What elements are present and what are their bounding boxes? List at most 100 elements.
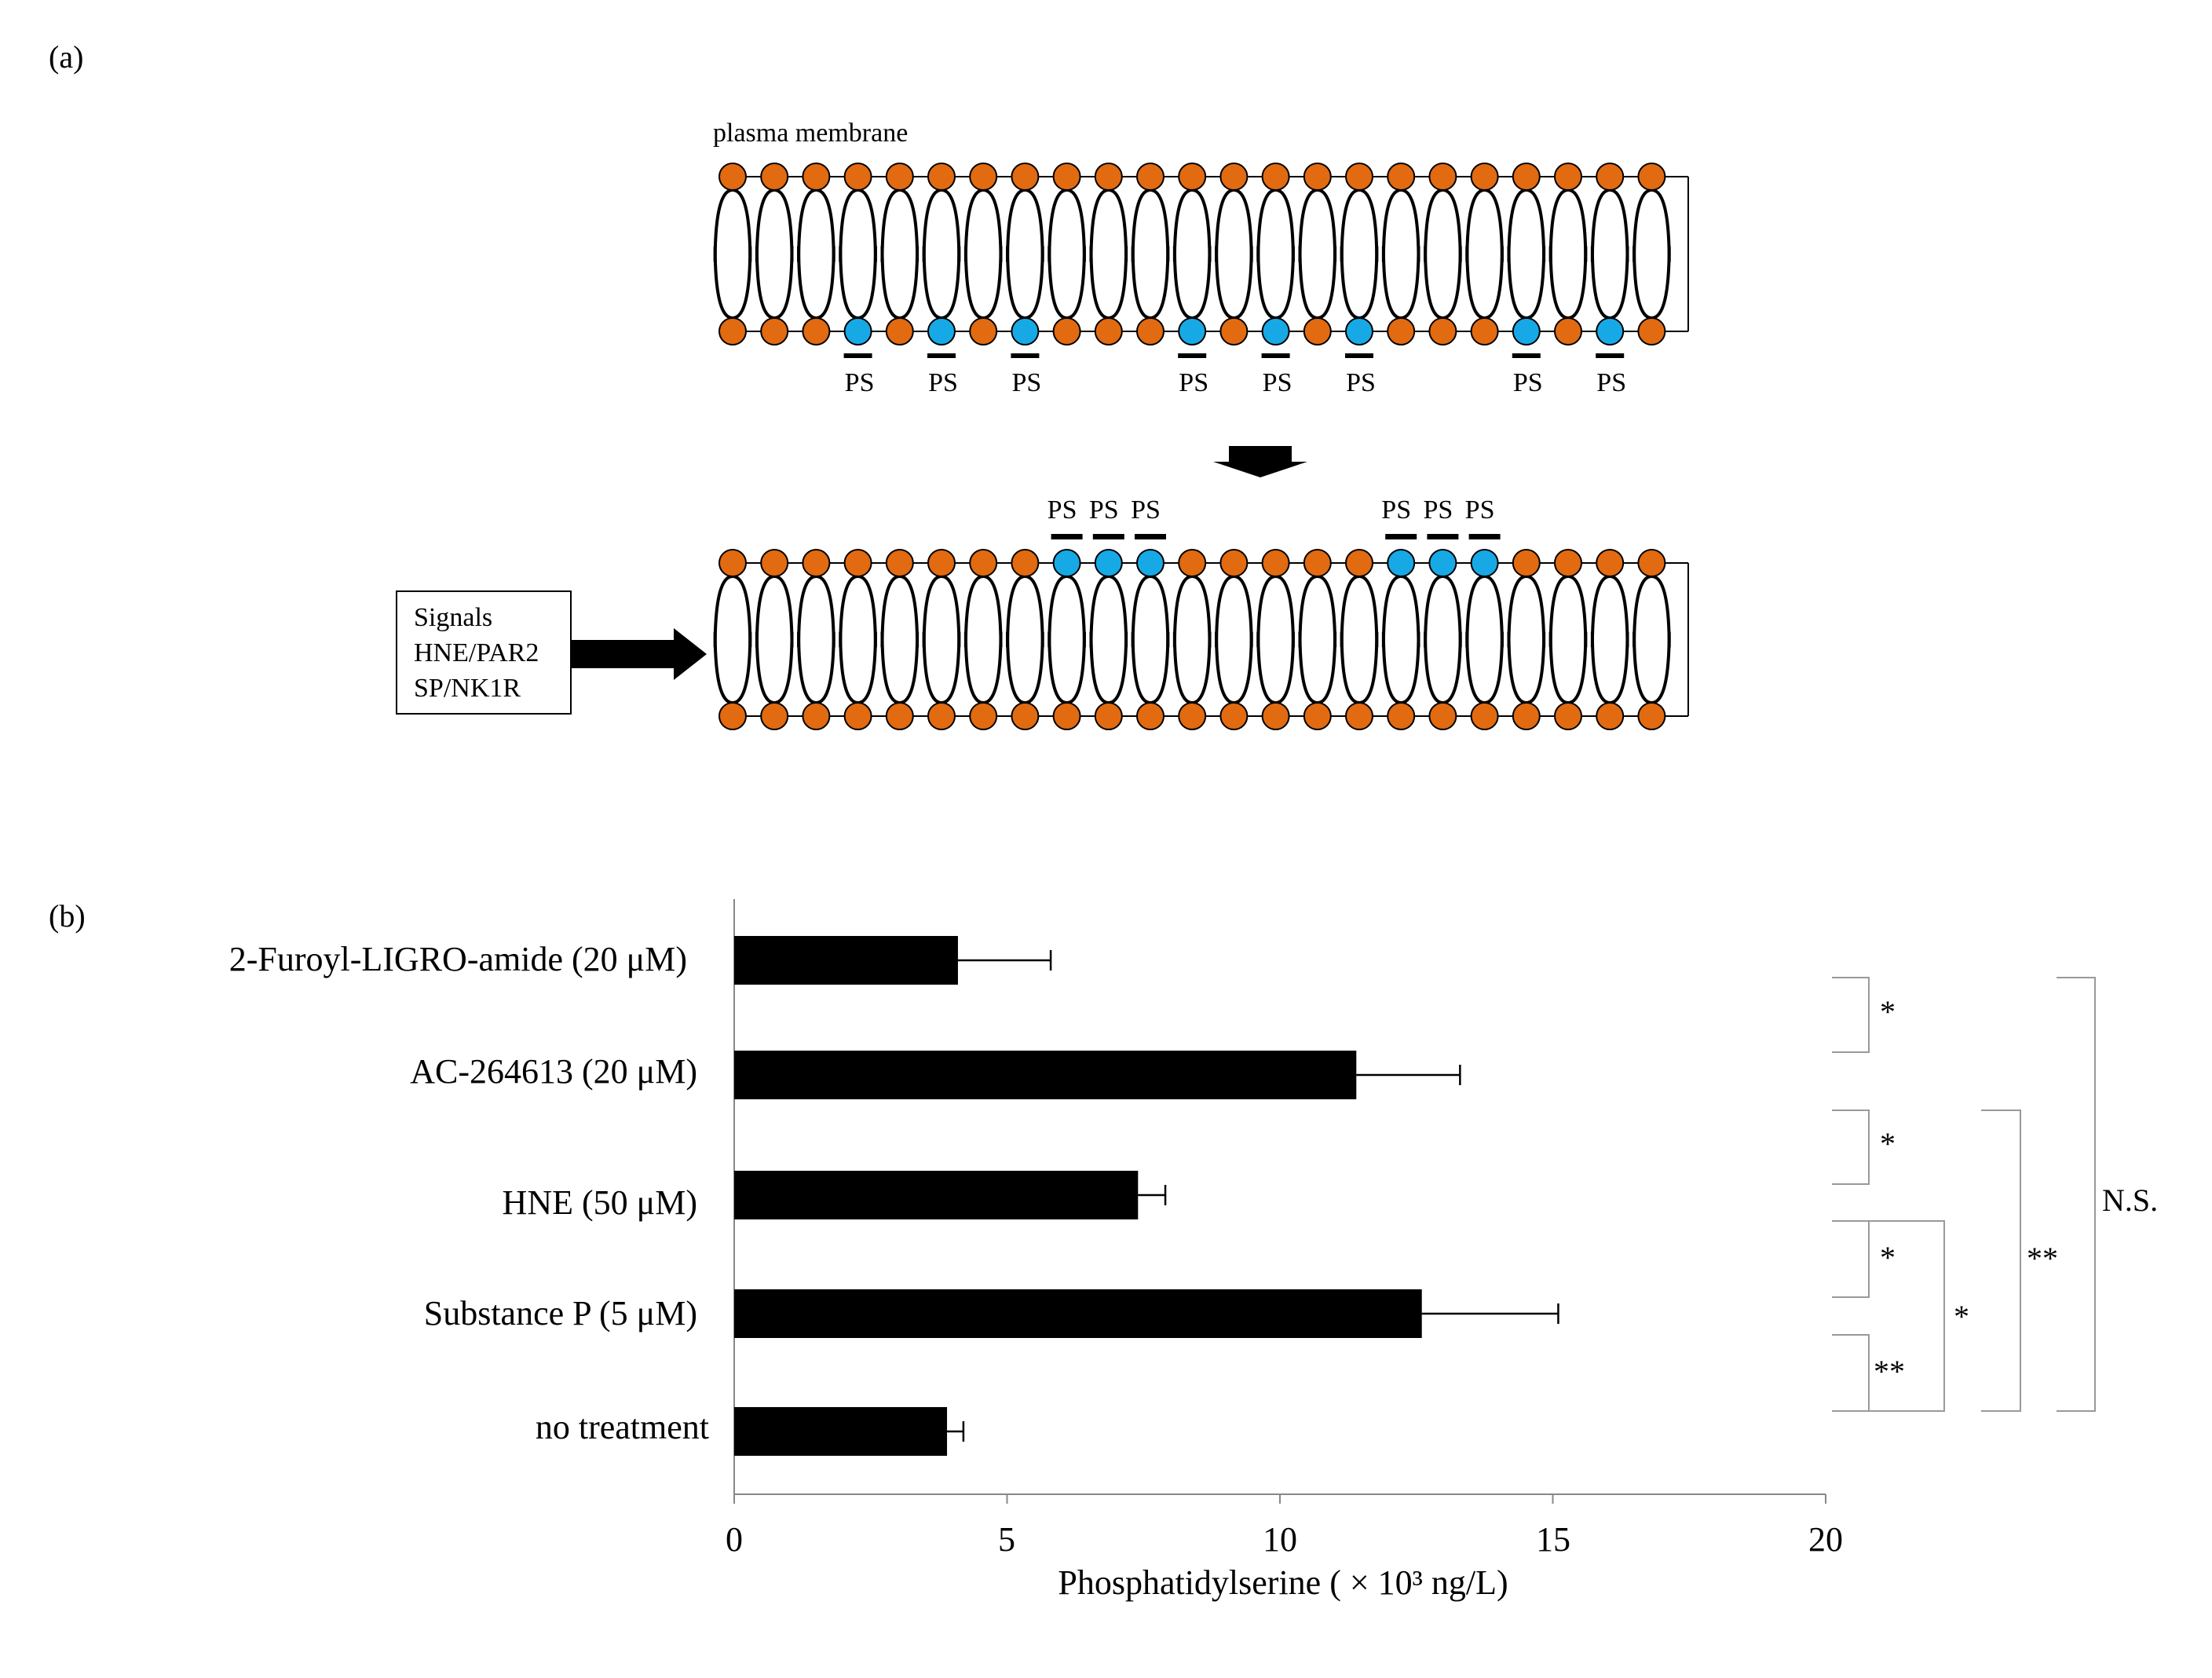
lipid-head <box>718 317 747 345</box>
significance-bracket <box>1832 1220 1870 1298</box>
lipid-tail <box>1131 188 1170 262</box>
right-arrow-icon <box>571 628 707 680</box>
ps-label: PS <box>1346 368 1376 397</box>
lipid-tail <box>1381 188 1420 262</box>
ps-marker <box>1261 353 1290 358</box>
lipid-tail <box>713 574 752 648</box>
ps-marker <box>1051 534 1083 539</box>
ps-head <box>1094 549 1123 577</box>
signals-line-3: SP/NK1R <box>414 674 521 703</box>
lipid-head <box>927 163 956 191</box>
lipid-tail <box>1465 246 1504 320</box>
lipid-head <box>843 163 872 191</box>
lipid-tail <box>1632 574 1671 648</box>
lipid-tail <box>963 246 1003 320</box>
down-arrow-icon <box>1213 446 1307 477</box>
lipid-head <box>1637 549 1666 577</box>
significance-bracket <box>1867 1220 1945 1412</box>
lipid-tail <box>1548 574 1588 648</box>
lipid-tail <box>839 631 877 705</box>
lipid-tail <box>1215 631 1253 705</box>
significance-bracket <box>2057 977 2096 1412</box>
significance-label: * <box>1954 1299 1969 1334</box>
lipid-tail <box>1465 574 1504 648</box>
x-tick-label: 5 <box>998 1520 1015 1559</box>
lipid-tail <box>922 188 961 262</box>
lipid-tail <box>1298 631 1337 705</box>
lipid-tail <box>1340 188 1379 262</box>
ps-head <box>927 317 956 345</box>
bar <box>734 1051 1357 1099</box>
lipid-head <box>1554 163 1582 191</box>
lipid-head <box>1470 163 1499 191</box>
ps-marker <box>1092 534 1124 539</box>
lipid-tail <box>922 246 961 320</box>
category-label: AC-264613 (20 μM) <box>410 1052 697 1091</box>
ps-label: PS <box>1011 368 1041 397</box>
lipid-tail <box>1172 246 1212 320</box>
lipid-tail <box>963 631 1003 705</box>
lipid-tail <box>1298 574 1337 648</box>
lipid-tail <box>755 631 794 705</box>
lipid-head <box>1303 163 1332 191</box>
lipid-head <box>1554 317 1582 345</box>
significance-bracket <box>1832 977 1870 1053</box>
lipid-tail <box>1215 246 1253 320</box>
lipid-head <box>1596 163 1625 191</box>
ps-label: PS <box>1596 368 1626 397</box>
signals-line-1: Signals <box>414 603 492 632</box>
lipid-head <box>1052 317 1081 345</box>
lipid-tail <box>1048 188 1086 262</box>
bar-chart <box>733 899 1826 1504</box>
lipid-tail <box>1256 631 1295 705</box>
lipid-tail <box>1340 631 1379 705</box>
ps-label: PS <box>1263 368 1292 397</box>
lipid-tail <box>1590 574 1629 648</box>
lipid-tail <box>1465 188 1504 262</box>
lipid-tail <box>1507 188 1546 262</box>
lipid-tail <box>1298 188 1337 262</box>
lipid-tail <box>797 631 835 705</box>
lipid-head <box>969 549 998 577</box>
lipid-head <box>718 163 747 191</box>
lipid-tail <box>755 188 794 262</box>
lipid-tail <box>1424 246 1462 320</box>
category-label: Substance P (5 μM) <box>424 1294 697 1333</box>
lipid-tail <box>1089 246 1128 320</box>
lipid-head <box>1596 702 1625 730</box>
lipid-tail <box>839 246 877 320</box>
significance-brackets: ********N.S. <box>1832 977 2158 1412</box>
lipid-tail <box>1215 574 1253 648</box>
lipid-head <box>1387 163 1416 191</box>
lipid-head <box>1470 317 1499 345</box>
lipid-tail <box>1507 246 1546 320</box>
lipid-tail <box>713 246 752 320</box>
lipid-tail <box>713 188 752 262</box>
lipid-head <box>1303 317 1332 345</box>
category-labels: 2-Furoyl-LIGRO-amide (20 μM) AC-264613 (… <box>229 940 709 1446</box>
lipid-tail <box>1089 631 1128 705</box>
significance-label: ** <box>1874 1354 1905 1389</box>
lipid-head <box>760 317 789 345</box>
lipid-head <box>1428 163 1457 191</box>
lipid-head <box>1219 317 1249 345</box>
lipid-tail <box>839 574 877 648</box>
lipid-tail <box>1131 574 1170 648</box>
lipid-head <box>1178 549 1207 577</box>
lipid-head <box>1011 702 1040 730</box>
lipid-tail <box>1131 631 1170 705</box>
lipid-head <box>885 317 914 345</box>
lipid-head <box>1303 702 1332 730</box>
ps-head <box>1428 549 1457 577</box>
lipid-tail <box>1548 631 1588 705</box>
ps-label: PS <box>845 368 875 397</box>
ps-marker <box>927 353 956 358</box>
ps-label: PS <box>1381 495 1411 525</box>
ps-head <box>1345 317 1373 345</box>
ps-label: PS <box>1179 368 1208 397</box>
ps-marker <box>1178 353 1207 358</box>
significance-label: N.S. <box>2102 1183 2158 1218</box>
bar <box>734 936 958 985</box>
lipid-head <box>718 549 747 577</box>
lipid-head <box>1428 702 1457 730</box>
